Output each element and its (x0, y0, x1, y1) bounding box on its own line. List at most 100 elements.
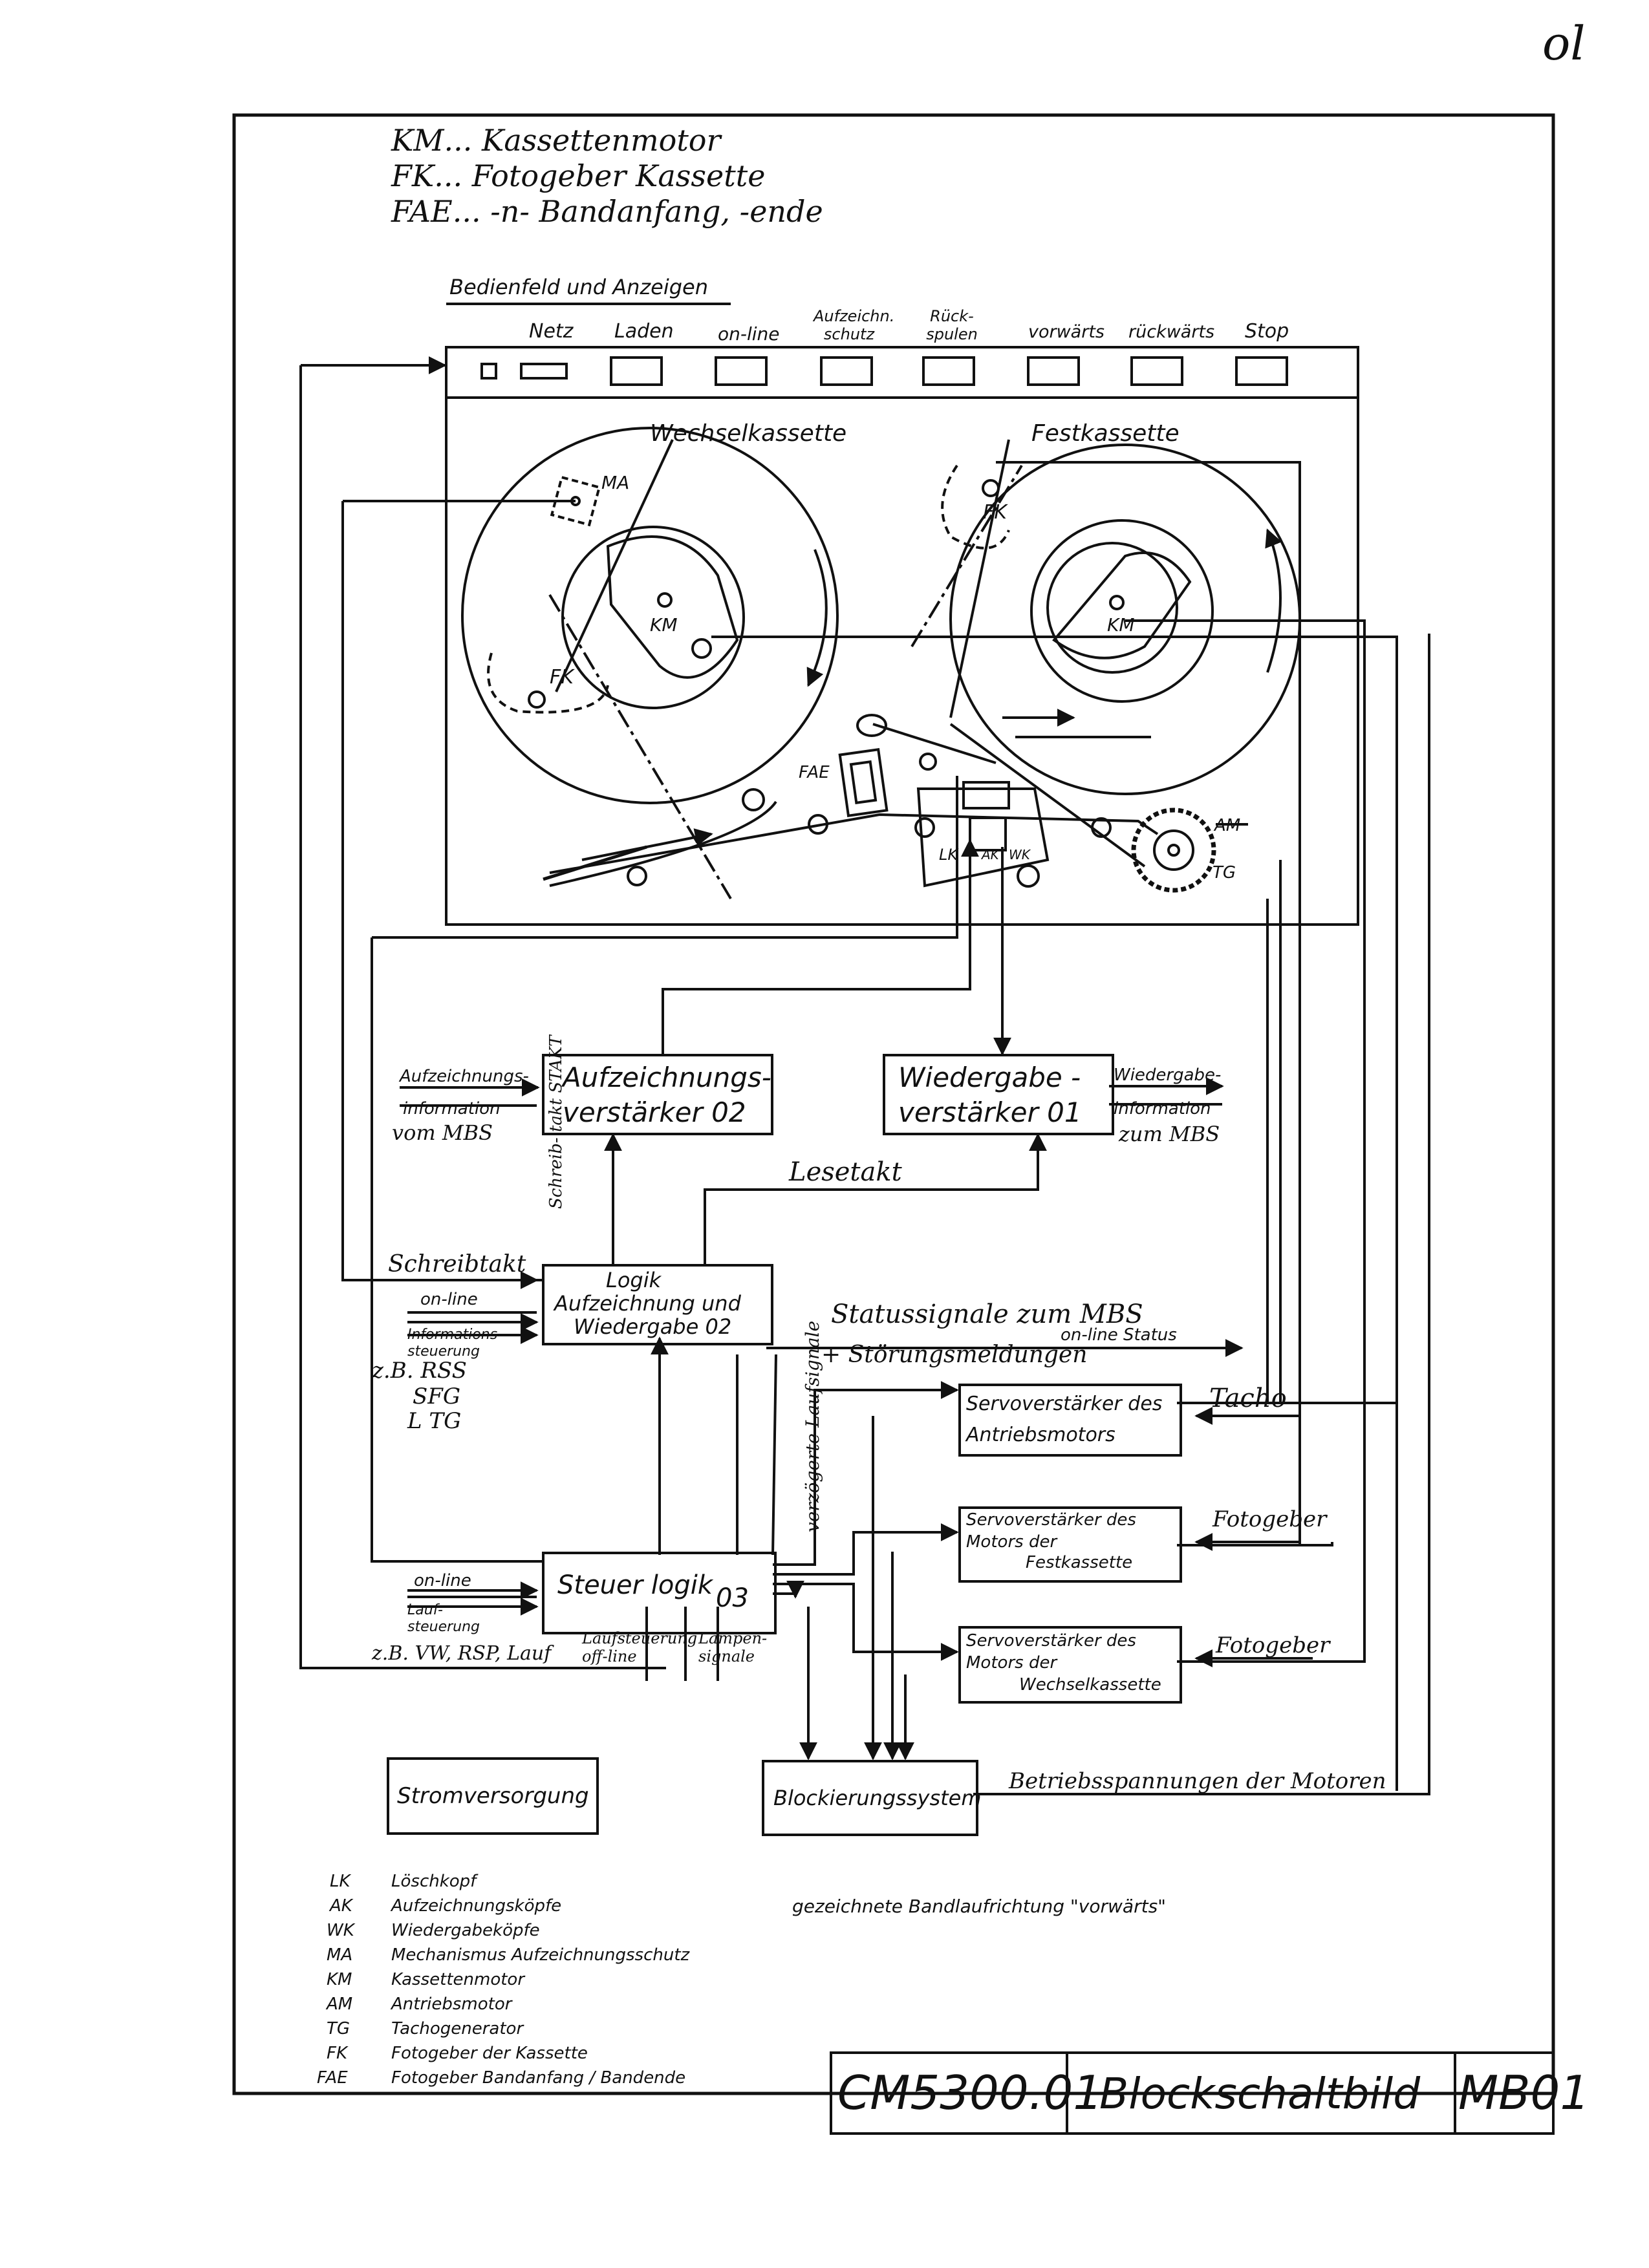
block-servo-wechsel-line3: Wechselkassette (1019, 1675, 1161, 1695)
block-steuerlogik: Steuer logik 03 (542, 1552, 777, 1634)
panel-btn-stop: Stop (1245, 320, 1289, 343)
sig-online2: on-line (414, 1571, 471, 1590)
legend-abbr: FK (327, 2044, 348, 2063)
panel-btn-vorwaerts: vorwärts (1028, 322, 1105, 342)
legend-text: Wiedergabeköpfe (391, 1921, 540, 1940)
block-wied-line2: verstärker 01 (898, 1097, 1082, 1128)
tape-unit-frame (445, 396, 1359, 926)
sig-online1: on-line (420, 1290, 478, 1309)
label-ma: MA (601, 472, 630, 493)
sig-wied-out-top: Wiedergabe- (1114, 1065, 1222, 1085)
block-servo-fest: Servoverstärker des Motors der Festkasse… (958, 1506, 1182, 1583)
label-wechselkassette: Wechselkassette (650, 420, 847, 447)
block-blockierungssystem: Blockierungssystem (762, 1760, 982, 1836)
label-ak: AK (982, 847, 999, 862)
note-fae: FAE... -n- Bandanfang, -ende (391, 194, 823, 229)
sig-zb1c: L TG (407, 1408, 462, 1434)
legend-abbr: AM (327, 1995, 353, 2014)
panel-btn-aufzeichnschutz: Aufzeichn. schutz (814, 307, 895, 343)
block-steuer-line1: Steuer logik (557, 1570, 713, 1600)
block-servo-wechsel: Servoverstärker des Motors der Wechselka… (958, 1626, 1182, 1704)
sig-aufz-in-bottom: information (403, 1099, 501, 1118)
label-km-right: KM (1107, 614, 1135, 636)
sig-schreibtakt-in: Schreibtakt (388, 1251, 526, 1278)
legend-abbr: MA (327, 1945, 353, 1965)
sig-tacho: Tacho (1209, 1384, 1287, 1413)
block-servo-fest-line3: Festkassette (1026, 1553, 1133, 1572)
block-aufz-line1: Aufzeichnungs- (563, 1062, 771, 1093)
label-lk: LK (939, 846, 958, 864)
title-block (830, 2051, 1555, 2135)
sig-fotogeber2: Fotogeber (1216, 1632, 1330, 1658)
control-panel-bar (445, 346, 1359, 399)
sig-wied-out-hw: zum MBS (1119, 1122, 1220, 1146)
sig-laufsteuerung-off: Laufsteuerung off-line (582, 1629, 698, 1665)
panel-btn-netz: Netz (529, 320, 574, 343)
sig-info-steuerung: Informations- steuerung (407, 1327, 503, 1360)
sig-laufsteuerung: Lauf- steuerung (407, 1602, 480, 1635)
sig-status-hw: Statussignale zum MBS (831, 1300, 1143, 1329)
block-logik-line3: Wiedergabe 02 (574, 1314, 732, 1339)
legend-abbr: KM (327, 1970, 352, 1989)
title-block-number: CM5300.01 (837, 2066, 1103, 2120)
block-steuer-line2: 03 (716, 1583, 749, 1613)
label-am: AM (1214, 816, 1241, 835)
sig-status-hw2: + Störungsmeldungen (821, 1342, 1088, 1368)
block-stromversorgung: Stromversorgung (387, 1757, 599, 1835)
block-servo-antrieb: Servoverstärker des Antriebsmotors (958, 1384, 1182, 1457)
block-servo-wechsel-line1: Servoverstärker des (966, 1631, 1136, 1651)
block-servo-wechsel-line2: Motors der (966, 1653, 1057, 1673)
wechselkassette-reel (461, 427, 839, 804)
block-logik-line2: Aufzeichnung und (554, 1291, 741, 1316)
sig-lesetakt: Lesetakt (789, 1157, 902, 1187)
block-servo-antrieb-line2: Antriebsmotors (966, 1424, 1116, 1446)
direction-note: gezeichnete Bandlaufrichtung "vorwärts" (792, 1896, 1167, 1917)
sig-betrieb: Betriebsspannungen der Motoren (1009, 1768, 1386, 1794)
sig-wied-out-bottom: information (1114, 1099, 1211, 1118)
corner-mark: ol (1542, 16, 1586, 70)
sig-zb1: z.B. RSS (372, 1358, 467, 1384)
block-servo-fest-line2: Motors der (966, 1532, 1057, 1552)
legend-text: Kassettenmotor (391, 1970, 525, 1989)
block-block-text: Blockierungssystem (773, 1786, 982, 1810)
legend-text: Antriebsmotor (391, 1995, 512, 2014)
legend-abbr: WK (327, 1921, 354, 1940)
panel-btn-online: on-line (718, 323, 780, 345)
panel-btn-rueckspulen: Rück- spulen (926, 307, 978, 343)
block-aufzeichnungsverstaerker: Aufzeichnungs- verstärker 02 (542, 1054, 773, 1135)
tachogenerator (1131, 808, 1216, 893)
label-festkassette: Festkassette (1031, 420, 1180, 447)
sig-zb2: z.B. VW, RSP, Lauf (372, 1642, 552, 1665)
sig-zb1b: SFG (413, 1384, 461, 1409)
legend-abbr: LK (330, 1872, 350, 1891)
sig-online-status: on-line Status (1061, 1325, 1177, 1345)
block-wiedergabeverstaerker: Wiedergabe - verstärker 01 (883, 1054, 1114, 1135)
sig-aufz-in-top: Aufzeichnungs- (400, 1067, 529, 1086)
legend-abbr: AK (330, 1896, 352, 1916)
title-block-title: Blockschaltbild (1099, 2069, 1421, 2119)
block-servo-fest-line1: Servoverstärker des (966, 1510, 1136, 1530)
label-fae: FAE (799, 763, 830, 782)
block-logik: Logik Aufzeichnung und Wiedergabe 02 (542, 1264, 773, 1345)
block-servo-antrieb-line1: Servoverstärker des (966, 1393, 1163, 1415)
sig-schreibtakt: Schreib- takt STAKT (546, 1035, 566, 1209)
drawing-frame (232, 113, 1555, 2095)
legend-text: Löschkopf (391, 1872, 477, 1891)
legend-text: Aufzeichnungsköpfe (391, 1896, 562, 1916)
legend-abbr: FAE (317, 2068, 348, 2088)
label-tg: TG (1212, 863, 1236, 883)
block-wied-line1: Wiedergabe - (898, 1062, 1081, 1093)
panel-title: Bedienfeld und Anzeigen (449, 275, 709, 299)
label-fk-right: FK (983, 501, 1007, 524)
legend-text: Mechanismus Aufzeichnungsschutz (391, 1945, 690, 1965)
legend-text: Fotogeber der Kassette (391, 2044, 588, 2063)
sig-verzoegert: verzögerte Laufsignale (802, 1320, 823, 1532)
sig-lampensignale: Lampen- signale (698, 1629, 768, 1665)
legend-text: Tachogenerator (391, 2019, 524, 2038)
panel-btn-rueckwaerts: rückwärts (1128, 322, 1215, 342)
legend-abbr: TG (327, 2019, 350, 2038)
label-fk-left: FK (550, 666, 574, 689)
title-block-sheet: MB01 (1458, 2066, 1590, 2120)
block-aufz-line2: verstärker 02 (563, 1097, 746, 1128)
